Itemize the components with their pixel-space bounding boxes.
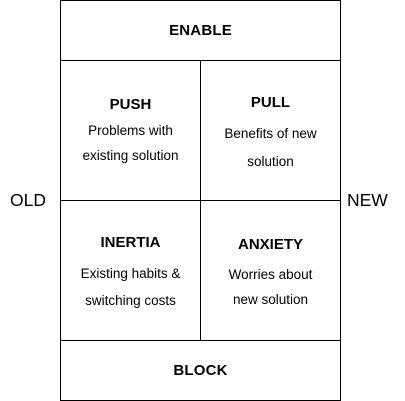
new-label: NEW	[347, 190, 388, 210]
anxiety-description-line-2: new solution	[232, 292, 309, 307]
push-title: PUSH	[109, 96, 152, 113]
push-description-line-2: existing solution	[82, 148, 179, 163]
pull-description-line-1: Benefits of new	[224, 126, 317, 141]
anxiety-cell: ANXIETY Worries about new solution	[200, 200, 341, 341]
anxiety-description-line-1: Worries about	[228, 267, 313, 282]
old-label: OLD	[10, 190, 46, 210]
push-cell: PUSH Problems with existing solution	[60, 60, 201, 201]
inertia-cell: INERTIA Existing habits & switching cost…	[60, 200, 201, 341]
push-description-line-1: Problems with	[88, 123, 173, 138]
pull-title: PULL	[250, 94, 291, 111]
inertia-title: INERTIA	[100, 234, 161, 251]
block-band: BLOCK	[60, 340, 341, 401]
enable-band: ENABLE	[60, 0, 341, 61]
anxiety-title: ANXIETY	[237, 236, 303, 253]
inertia-description-line-2: switching costs	[85, 293, 176, 308]
inertia-description-line-1: Existing habits &	[80, 266, 181, 281]
enable-label: ENABLE	[169, 22, 232, 39]
block-label: BLOCK	[173, 362, 228, 379]
pull-description-line-2: solution	[247, 154, 294, 169]
pull-cell: PULL Benefits of new solution	[200, 60, 341, 201]
